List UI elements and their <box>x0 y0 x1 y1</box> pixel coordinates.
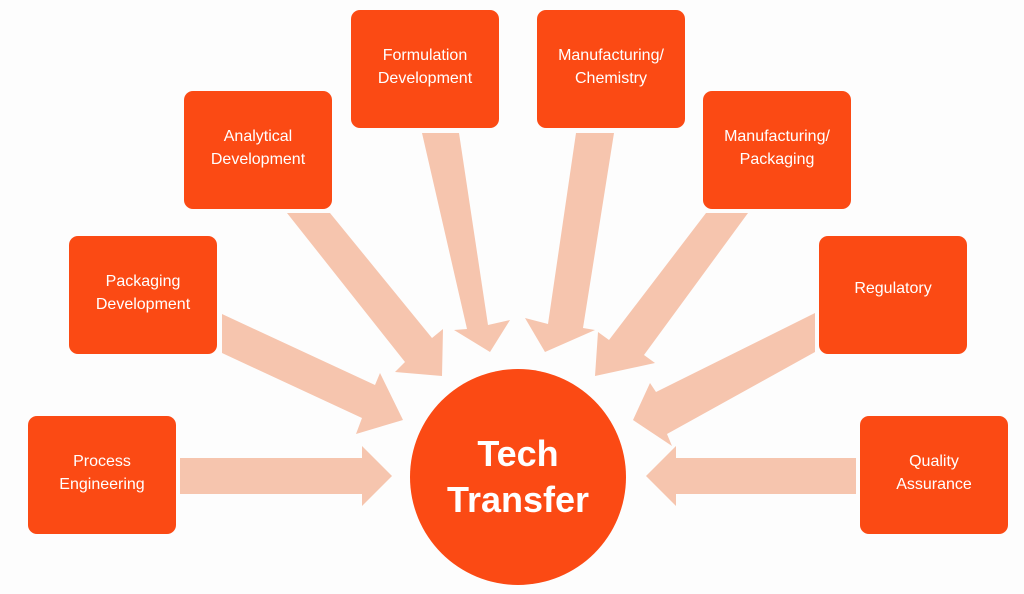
node-analytical-development: Analytical Development <box>184 91 332 209</box>
node-label: Regulatory <box>854 279 932 297</box>
node-manufacturing-packaging: Manufacturing/ Packaging <box>703 91 851 209</box>
node-manufacturing-chemistry: Manufacturing/ Chemistry <box>537 10 685 128</box>
arrow-packaging-development <box>222 314 403 434</box>
node-label: Manufacturing/ Packaging <box>724 128 830 168</box>
node-label: Manufacturing/ Chemistry <box>558 47 664 87</box>
node-label: Analytical Development <box>210 128 306 168</box>
arrow-formulation-development <box>422 133 510 352</box>
arrow-analytical-development <box>287 213 443 376</box>
arrow-process-engineering <box>180 446 392 506</box>
node-label: Packaging Development <box>95 273 191 313</box>
hub-tech-transfer: Tech Transfer <box>410 369 626 585</box>
node-process-engineering: Process Engineering <box>28 416 176 534</box>
arrow-manufacturing-chemistry <box>525 133 614 352</box>
arrow-regulatory <box>633 313 815 446</box>
arrow-quality-assurance <box>646 446 856 506</box>
node-formulation-development: Formulation Development <box>351 10 499 128</box>
node-regulatory: Regulatory <box>819 236 967 354</box>
node-label: Process Engineering <box>59 453 145 493</box>
node-quality-assurance: Quality Assurance <box>860 416 1008 534</box>
node-packaging-development: Packaging Development <box>69 236 217 354</box>
node-label: Formulation Development <box>377 47 473 87</box>
arrow-manufacturing-packaging <box>595 213 748 376</box>
hub-label: Tech Transfer <box>446 433 590 520</box>
node-label: Quality Assurance <box>896 453 972 493</box>
